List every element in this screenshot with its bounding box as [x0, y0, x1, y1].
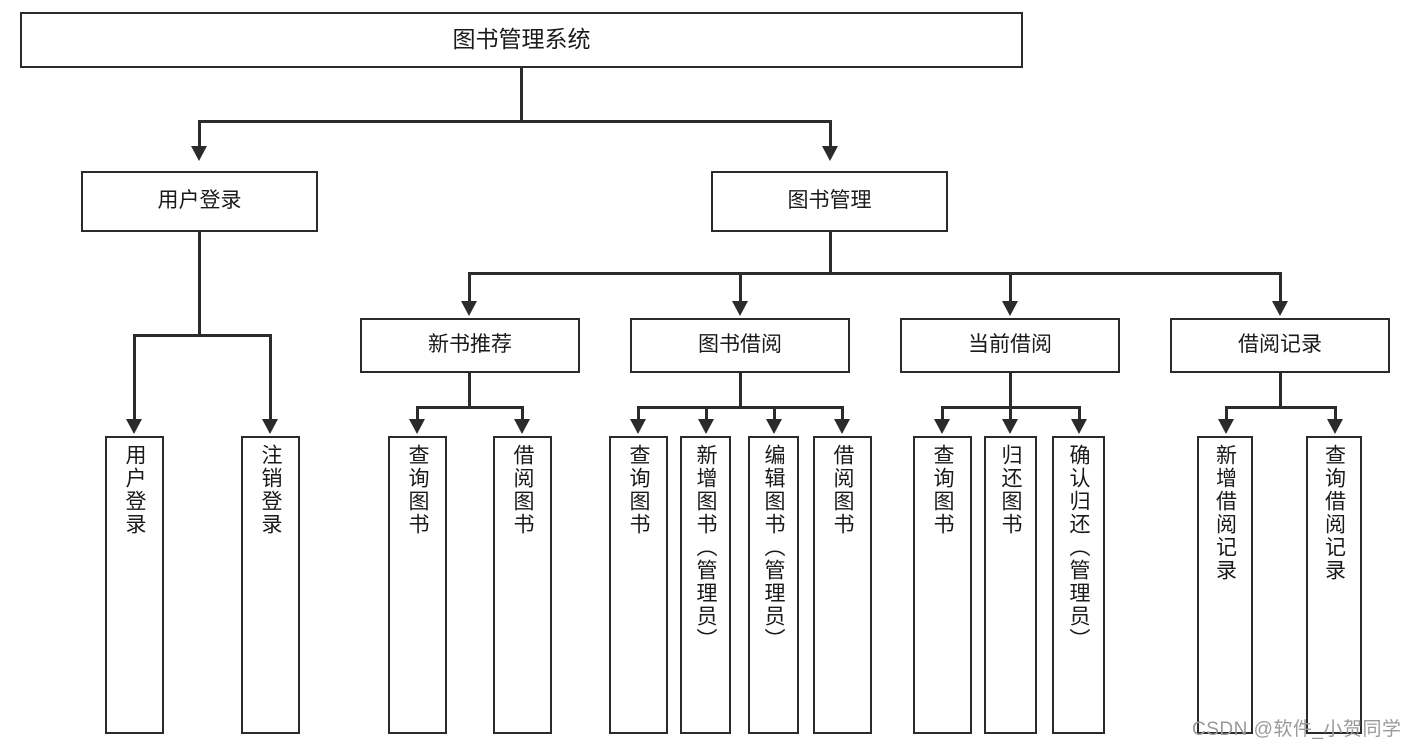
connector-drop-leaf-logout	[269, 334, 272, 422]
connector-drop-new-book-recommend	[468, 272, 471, 304]
node-user-login[interactable]: 用户登录	[81, 171, 318, 232]
node-label: 图书管理	[787, 189, 872, 213]
leaf-cb-confirm-return-admin[interactable]: 确认归还（管理员）	[1052, 436, 1105, 734]
leaf-cb-return-book[interactable]: 归还图书	[984, 436, 1037, 734]
node-label: 查询图书	[406, 444, 429, 536]
arrowhead-bb-leaf-4	[834, 419, 850, 434]
connector-drop-bb-leaf-3	[773, 406, 776, 422]
connector-drop-leaf-user-login	[133, 334, 136, 422]
connector-book-management-stem	[829, 232, 832, 274]
node-new-book-recommend[interactable]: 新书推荐	[360, 318, 580, 373]
arrowhead-bb-leaf-3	[766, 419, 782, 434]
node-label: 查询图书	[931, 444, 954, 536]
leaf-logout[interactable]: 注销登录	[241, 436, 300, 734]
connector-drop-cb-leaf-1	[941, 406, 944, 422]
arrowhead-cb-leaf-3	[1071, 419, 1087, 434]
node-label: 图书借阅	[698, 333, 782, 357]
connector-new-book-recommend-stem	[468, 373, 471, 409]
connector-level2-bus	[198, 120, 832, 123]
node-book-borrow[interactable]: 图书借阅	[630, 318, 850, 373]
node-label: 确认归还（管理员）	[1067, 444, 1090, 651]
arrowhead-borrow-record	[1272, 301, 1288, 316]
arrowhead-book-management	[822, 146, 838, 161]
connector-drop-book-management	[829, 120, 832, 149]
arrowhead-book-borrow	[732, 301, 748, 316]
connector-borrow-record-stem	[1279, 373, 1282, 409]
arrowhead-nbr-leaf-2	[514, 419, 530, 434]
leaf-bb-add-book-admin[interactable]: 新增图书（管理员）	[680, 436, 731, 734]
connector-drop-cb-leaf-2	[1009, 406, 1012, 422]
arrowhead-cb-leaf-2	[1002, 419, 1018, 434]
connector-drop-cb-leaf-3	[1078, 406, 1081, 422]
connector-user-login-stem	[198, 232, 201, 336]
leaf-nbr-borrow-book[interactable]: 借阅图书	[493, 436, 552, 734]
connector-drop-br-leaf-1	[1225, 406, 1228, 422]
leaf-bb-edit-book-admin[interactable]: 编辑图书（管理员）	[748, 436, 799, 734]
node-label: 新书推荐	[428, 333, 512, 357]
connector-book-borrow-bus	[637, 406, 844, 409]
connector-drop-book-borrow	[739, 272, 742, 304]
arrowhead-nbr-leaf-1	[409, 419, 425, 434]
arrowhead-leaf-user-login	[126, 419, 142, 434]
node-label: 新增借阅记录	[1213, 444, 1237, 582]
arrowhead-bb-leaf-1	[630, 419, 646, 434]
node-label: 借阅记录	[1238, 333, 1322, 357]
arrowhead-new-book-recommend	[461, 301, 477, 316]
connector-drop-bb-leaf-1	[637, 406, 640, 422]
arrowhead-br-leaf-2	[1327, 419, 1343, 434]
connector-drop-bb-leaf-4	[841, 406, 844, 422]
leaf-br-query-record[interactable]: 查询借阅记录	[1306, 436, 1362, 734]
node-book-management[interactable]: 图书管理	[711, 171, 948, 232]
leaf-bb-borrow-book[interactable]: 借阅图书	[813, 436, 872, 734]
node-label: 借阅图书	[511, 444, 534, 536]
arrowhead-current-borrow	[1002, 301, 1018, 316]
connector-drop-nbr-leaf-1	[416, 406, 419, 422]
node-label: 查询图书	[627, 444, 650, 536]
node-label: 用户登录	[157, 189, 242, 213]
node-label: 图书管理系统	[452, 26, 591, 53]
arrowhead-leaf-logout	[262, 419, 278, 434]
node-label: 用户登录	[123, 444, 146, 536]
node-label: 借阅图书	[831, 444, 854, 536]
leaf-nbr-query-book[interactable]: 查询图书	[388, 436, 447, 734]
arrowhead-br-leaf-1	[1218, 419, 1234, 434]
connector-drop-br-leaf-2	[1334, 406, 1337, 422]
leaf-br-add-record[interactable]: 新增借阅记录	[1197, 436, 1253, 734]
connector-root-stem	[520, 68, 523, 122]
connector-user-login-bus	[133, 334, 272, 337]
connector-level3-bus	[468, 272, 1281, 275]
node-label: 归还图书	[999, 444, 1022, 536]
node-label: 当前借阅	[968, 333, 1052, 357]
watermark-text: CSDN @软件_小贺同学	[1192, 719, 1402, 740]
leaf-user-login[interactable]: 用户登录	[105, 436, 164, 734]
node-label: 编辑图书（管理员）	[762, 444, 785, 651]
connector-borrow-record-bus	[1225, 406, 1337, 409]
node-label: 查询借阅记录	[1322, 444, 1346, 582]
connector-drop-user-login	[198, 120, 201, 149]
leaf-cb-query-book[interactable]: 查询图书	[913, 436, 972, 734]
arrowhead-user-login	[191, 146, 207, 161]
connector-new-book-recommend-bus	[416, 406, 524, 409]
node-current-borrow[interactable]: 当前借阅	[900, 318, 1120, 373]
connector-drop-nbr-leaf-2	[521, 406, 524, 422]
node-root-book-management-system[interactable]: 图书管理系统	[20, 12, 1023, 68]
arrowhead-cb-leaf-1	[934, 419, 950, 434]
node-label: 新增图书（管理员）	[694, 444, 717, 651]
node-label: 注销登录	[259, 444, 282, 536]
connector-current-borrow-stem	[1009, 373, 1012, 409]
connector-drop-current-borrow	[1009, 272, 1012, 304]
node-borrow-record[interactable]: 借阅记录	[1170, 318, 1390, 373]
leaf-bb-query-book[interactable]: 查询图书	[609, 436, 668, 734]
connector-drop-borrow-record	[1279, 272, 1282, 304]
connector-drop-bb-leaf-2	[705, 406, 708, 422]
connector-book-borrow-stem	[739, 373, 742, 409]
arrowhead-bb-leaf-2	[698, 419, 714, 434]
